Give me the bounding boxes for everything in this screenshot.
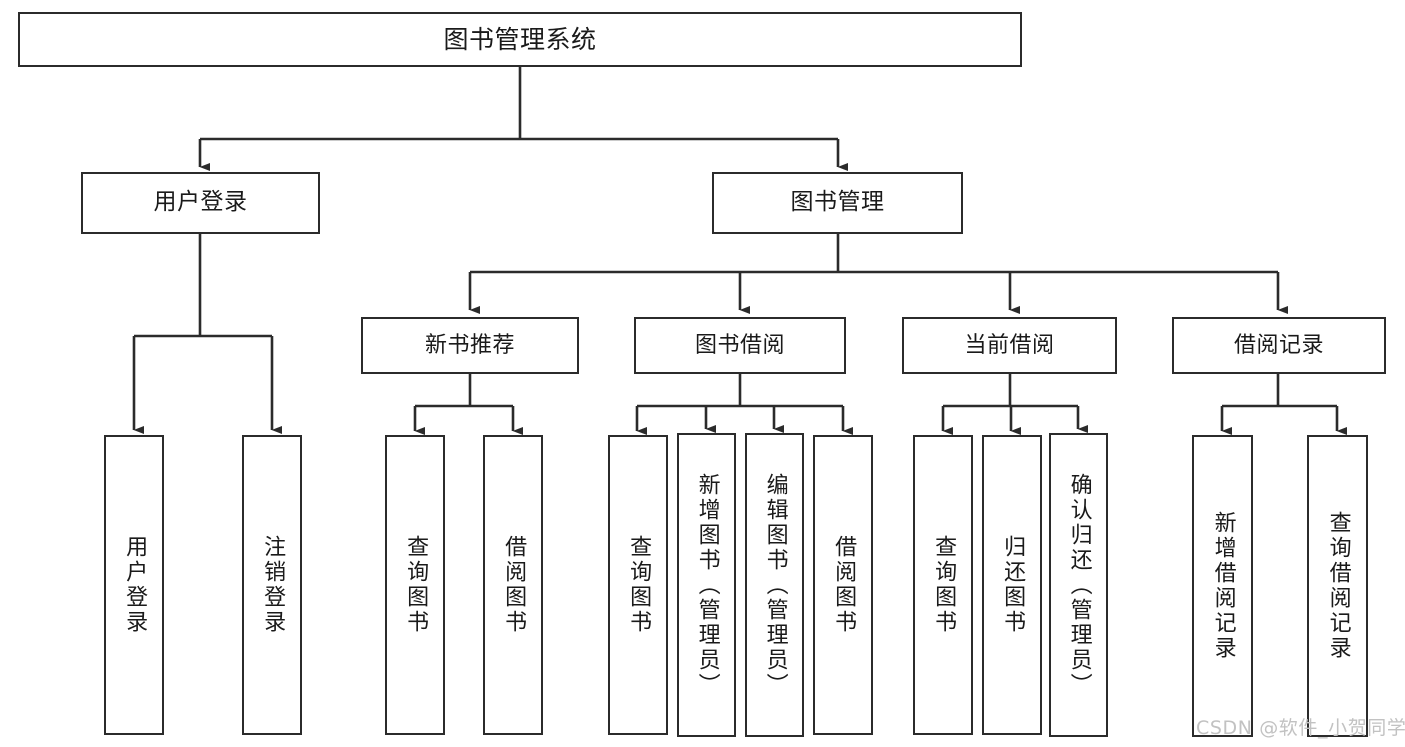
node-current-borrowing[interactable]: 当前借阅 bbox=[902, 317, 1117, 374]
leaf-user-login[interactable]: 用户登录 bbox=[104, 435, 164, 735]
node-label: 借阅记录 bbox=[1233, 332, 1324, 358]
node-label: 新增图书（管理员） bbox=[694, 472, 720, 698]
leaf-query-books-current[interactable]: 查询图书 bbox=[913, 435, 973, 735]
node-label: 用户登录 bbox=[153, 189, 248, 216]
node-label: 注销登录 bbox=[260, 535, 286, 635]
node-label: 查询借阅记录 bbox=[1325, 511, 1351, 661]
leaf-query-books-borrow[interactable]: 查询图书 bbox=[608, 435, 668, 735]
node-label: 查询图书 bbox=[626, 535, 652, 635]
node-label: 查询图书 bbox=[931, 535, 957, 635]
node-new-book-recommendation[interactable]: 新书推荐 bbox=[361, 317, 579, 374]
leaf-borrow-books-newbook[interactable]: 借阅图书 bbox=[483, 435, 543, 735]
node-book-borrowing[interactable]: 图书借阅 bbox=[634, 317, 846, 374]
node-root-library-management-system[interactable]: 图书管理系统 bbox=[18, 12, 1022, 67]
leaf-logout[interactable]: 注销登录 bbox=[242, 435, 302, 735]
node-label: 用户登录 bbox=[122, 535, 148, 635]
node-label: 查询图书 bbox=[403, 535, 429, 635]
leaf-query-borrow-record[interactable]: 查询借阅记录 bbox=[1307, 435, 1368, 737]
node-label: 归还图书 bbox=[1000, 535, 1026, 635]
leaf-add-borrow-record[interactable]: 新增借阅记录 bbox=[1192, 435, 1253, 737]
node-label: 借阅图书 bbox=[501, 535, 527, 635]
node-book-management[interactable]: 图书管理 bbox=[712, 172, 963, 234]
leaf-add-book-admin[interactable]: 新增图书（管理员） bbox=[677, 433, 736, 737]
leaf-edit-book-admin[interactable]: 编辑图书（管理员） bbox=[745, 433, 804, 737]
node-borrow-records[interactable]: 借阅记录 bbox=[1172, 317, 1386, 374]
node-label: 借阅图书 bbox=[831, 535, 857, 635]
node-label: 图书管理 bbox=[790, 189, 885, 216]
node-user-login[interactable]: 用户登录 bbox=[81, 172, 320, 234]
leaf-query-books-newbook[interactable]: 查询图书 bbox=[385, 435, 445, 735]
node-label: 图书管理系统 bbox=[443, 24, 597, 54]
leaf-borrow-books[interactable]: 借阅图书 bbox=[813, 435, 873, 735]
node-label: 编辑图书（管理员） bbox=[762, 472, 788, 698]
node-label: 新增借阅记录 bbox=[1210, 511, 1236, 661]
node-label: 新书推荐 bbox=[424, 332, 515, 358]
node-label: 确认归还（管理员） bbox=[1066, 472, 1092, 698]
leaf-confirm-return-admin[interactable]: 确认归还（管理员） bbox=[1049, 433, 1108, 737]
csdn-watermark: CSDN @软件_小贺同学 bbox=[1196, 717, 1405, 739]
node-label: 图书借阅 bbox=[694, 332, 785, 358]
node-label: 当前借阅 bbox=[964, 332, 1055, 358]
leaf-return-books[interactable]: 归还图书 bbox=[982, 435, 1042, 735]
